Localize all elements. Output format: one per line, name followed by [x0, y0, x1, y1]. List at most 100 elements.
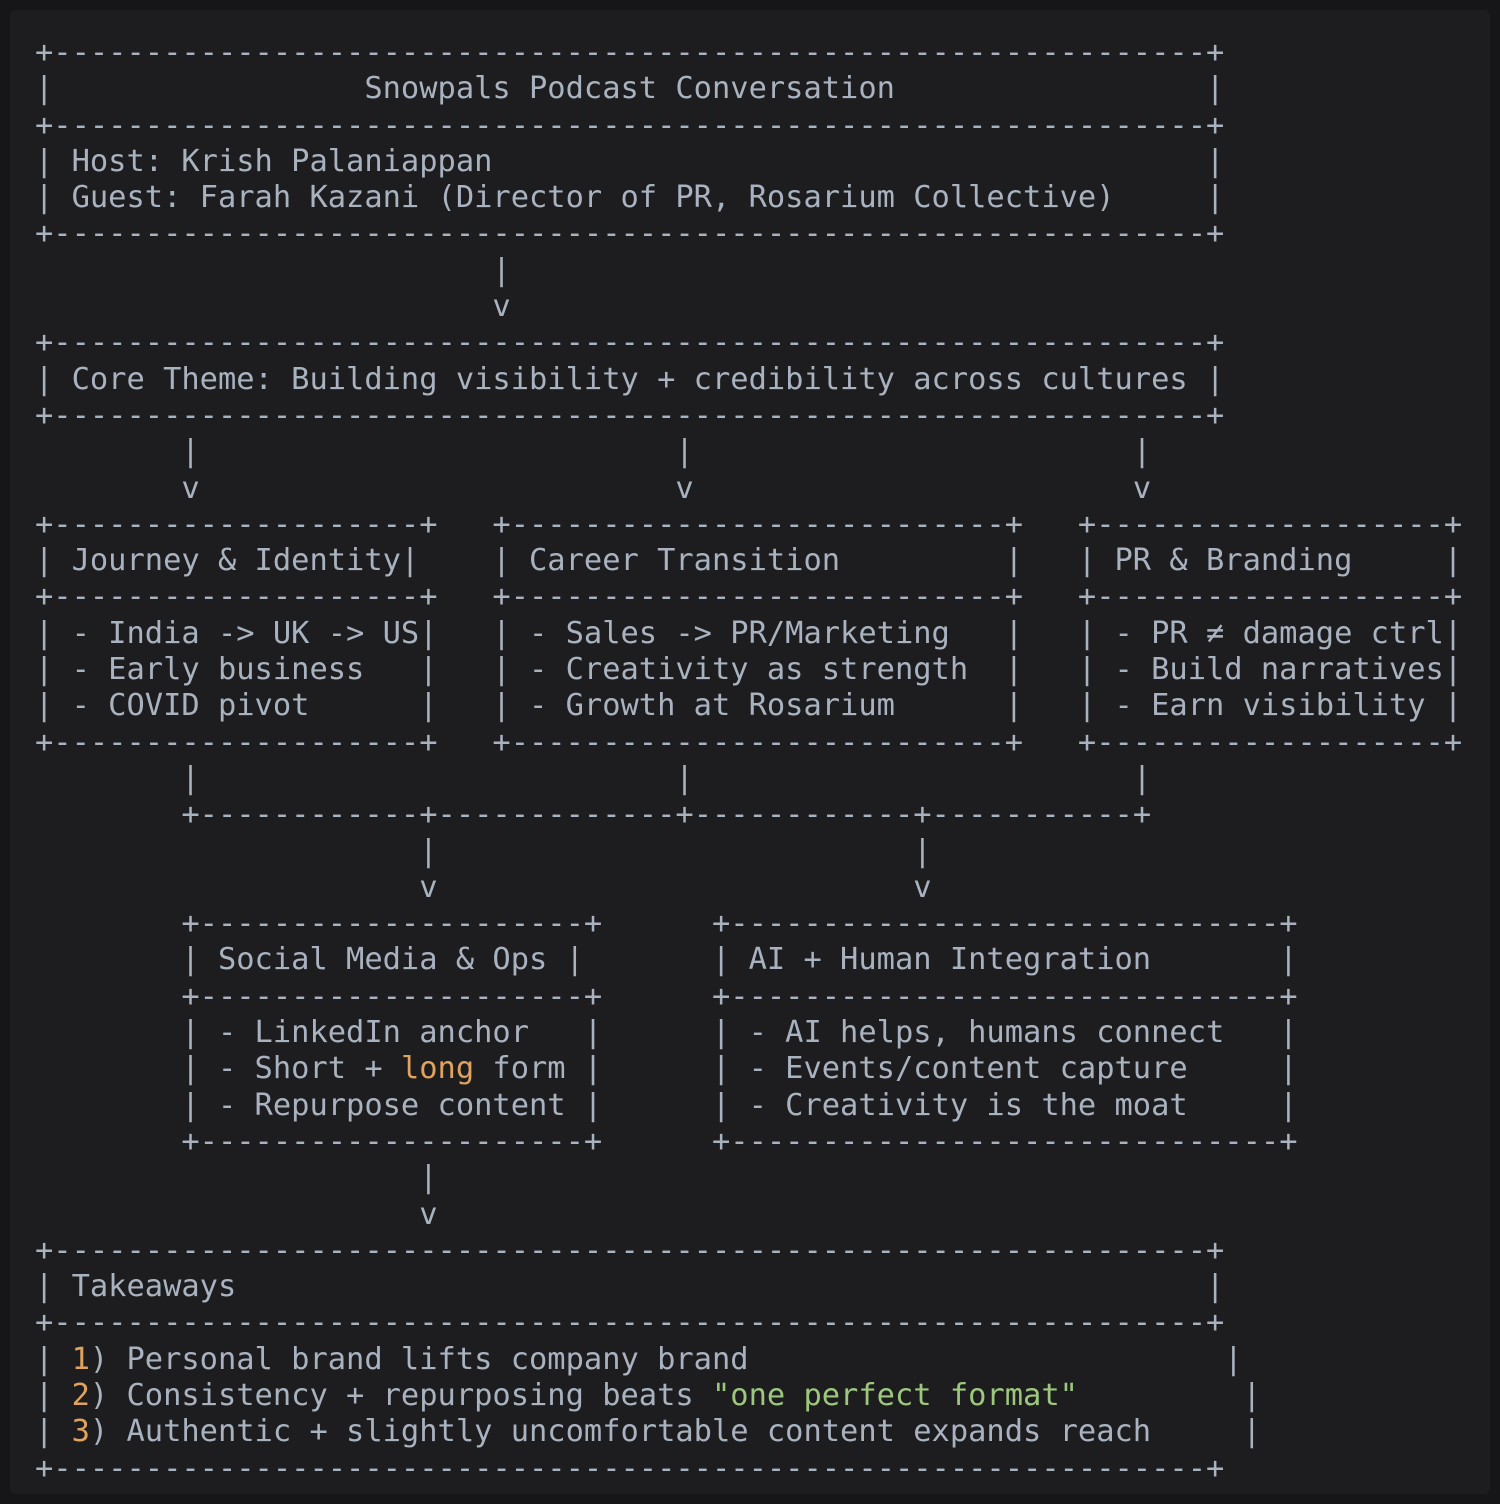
ascii-text: | - India -> UK -> US| — [35, 615, 438, 651]
ascii-text: | — [35, 71, 54, 107]
ascii-line: +---------------------------------------… — [35, 325, 1490, 361]
ascii-text: v — [181, 470, 200, 506]
ascii-text: + — [913, 797, 932, 833]
ascii-text — [364, 652, 419, 687]
ascii-text: v — [492, 289, 511, 325]
ascii-text: | Host: Krish Palaniappan — [35, 143, 493, 179]
ascii-text: | - Creativity is the moat — [711, 1087, 1188, 1123]
ascii-text — [35, 834, 419, 869]
ascii-text: v — [1132, 470, 1152, 506]
ascii-text: | — [1206, 1269, 1225, 1305]
ascii-text: | — [1224, 1341, 1243, 1377]
ascii-text — [1151, 942, 1279, 977]
ascii-line: | - Repurpose content | | - Creativity i… — [35, 1088, 1490, 1124]
ascii-text — [694, 434, 1133, 469]
ascii-line: +---------------------------------------… — [35, 1305, 1490, 1341]
ascii-text: | PR & Branding — [1077, 543, 1353, 579]
ascii-text: | — [181, 434, 200, 470]
ascii-text: | AI + Human Integration — [711, 942, 1152, 978]
ascii-text: ------------------------------ — [730, 906, 1280, 942]
ascii-text: | - Early business — [35, 652, 365, 688]
ascii-text — [1023, 543, 1078, 578]
ascii-text — [35, 289, 492, 324]
ascii-text — [35, 797, 181, 832]
ascii-text: ) Authentic + slightly uncomfortable con… — [89, 1414, 1152, 1450]
ascii-text: | — [1206, 180, 1225, 216]
ascii-text: | — [35, 1377, 72, 1413]
ascii-text: Snowpals Podcast Conversation — [364, 71, 895, 107]
takeaway-number-3: 3 — [71, 1414, 90, 1450]
ascii-text — [309, 688, 419, 723]
ascii-text — [1188, 1051, 1279, 1086]
ascii-text: ------------ — [693, 797, 914, 833]
ascii-text: + — [1206, 216, 1225, 252]
ascii-text: | — [1004, 652, 1024, 688]
ascii-line: +---------------------------------------… — [35, 398, 1490, 434]
ascii-line: | | — [35, 834, 1490, 870]
ascii-text: ----------------------------------------… — [53, 216, 1206, 252]
ascii-text — [1023, 507, 1078, 542]
ascii-text: + — [711, 906, 731, 942]
ascii-text: + — [1206, 397, 1225, 433]
ascii-text: ) Personal brand lifts company brand — [89, 1341, 749, 1377]
ascii-text: | — [1443, 543, 1463, 579]
ascii-text: | — [1004, 615, 1024, 651]
ascii-text: | Career Transition — [492, 543, 841, 579]
ascii-text: ------------------- — [1096, 506, 1444, 542]
ascii-text — [1023, 616, 1078, 651]
ascii-text: ------------------------------ — [730, 1123, 1280, 1159]
ascii-text: | — [1279, 1087, 1298, 1123]
ascii-text: + — [35, 216, 54, 252]
ascii-text: | — [1242, 1377, 1261, 1413]
ascii-text: + — [35, 325, 54, 361]
ascii-text: ------------------- — [1096, 724, 1444, 760]
ascii-text: ------------------- — [1096, 579, 1444, 615]
ascii-text: | — [1004, 688, 1024, 724]
ascii-text — [200, 761, 676, 796]
ascii-line: +---------------------+ +---------------… — [35, 979, 1490, 1015]
ascii-text: ----------------------------------------… — [53, 397, 1206, 433]
ascii-text — [1115, 180, 1206, 215]
ascii-text — [438, 725, 493, 760]
ascii-line: | | | — [35, 761, 1490, 797]
ascii-line: | — [35, 1160, 1490, 1196]
ascii-line: v — [35, 1197, 1490, 1233]
ascii-text: | — [675, 760, 694, 796]
ascii-text — [602, 979, 712, 1014]
ascii-text — [35, 1088, 181, 1123]
ascii-text: | — [913, 833, 932, 869]
ascii-text: | Core Theme: Building visibility + cred… — [35, 361, 1225, 397]
ascii-line: v — [35, 289, 1490, 325]
ascii-line: | - COVID pivot | | - Growth at Rosarium… — [35, 688, 1490, 724]
ascii-text: + — [35, 107, 54, 143]
ascii-text: | — [492, 252, 511, 288]
ascii-text — [694, 761, 1133, 796]
ascii-text — [35, 761, 181, 796]
ascii-text: -------------------- — [53, 579, 420, 615]
ascii-text: + — [492, 724, 511, 760]
ascii-text: + — [1206, 107, 1225, 143]
ascii-text — [35, 1051, 181, 1086]
ascii-text: | — [675, 434, 694, 470]
ascii-line: +---------------------------------------… — [35, 1233, 1490, 1269]
ascii-text — [602, 1124, 712, 1159]
ascii-text — [35, 870, 419, 905]
ascii-text: ) Consistency + repurposing beats — [89, 1377, 712, 1413]
ascii-text: + — [1443, 506, 1463, 542]
ascii-text: + — [35, 35, 54, 70]
takeaway-number-2: 2 — [71, 1377, 90, 1413]
ascii-text: v — [419, 869, 438, 905]
ascii-text: + — [35, 506, 54, 542]
ascii-text — [35, 434, 181, 469]
ascii-text — [584, 942, 712, 977]
ascii-text: | — [419, 652, 438, 688]
ascii-text — [35, 942, 181, 977]
ascii-text: | — [1132, 760, 1152, 796]
ascii-text: ----------------------------------------… — [53, 325, 1206, 361]
ascii-text: + — [35, 1232, 54, 1268]
ascii-text — [492, 144, 1206, 179]
ascii-text: + — [711, 1123, 731, 1159]
ascii-text: + — [1206, 325, 1225, 361]
ascii-text: + — [675, 797, 694, 833]
ascii-text — [438, 616, 493, 651]
